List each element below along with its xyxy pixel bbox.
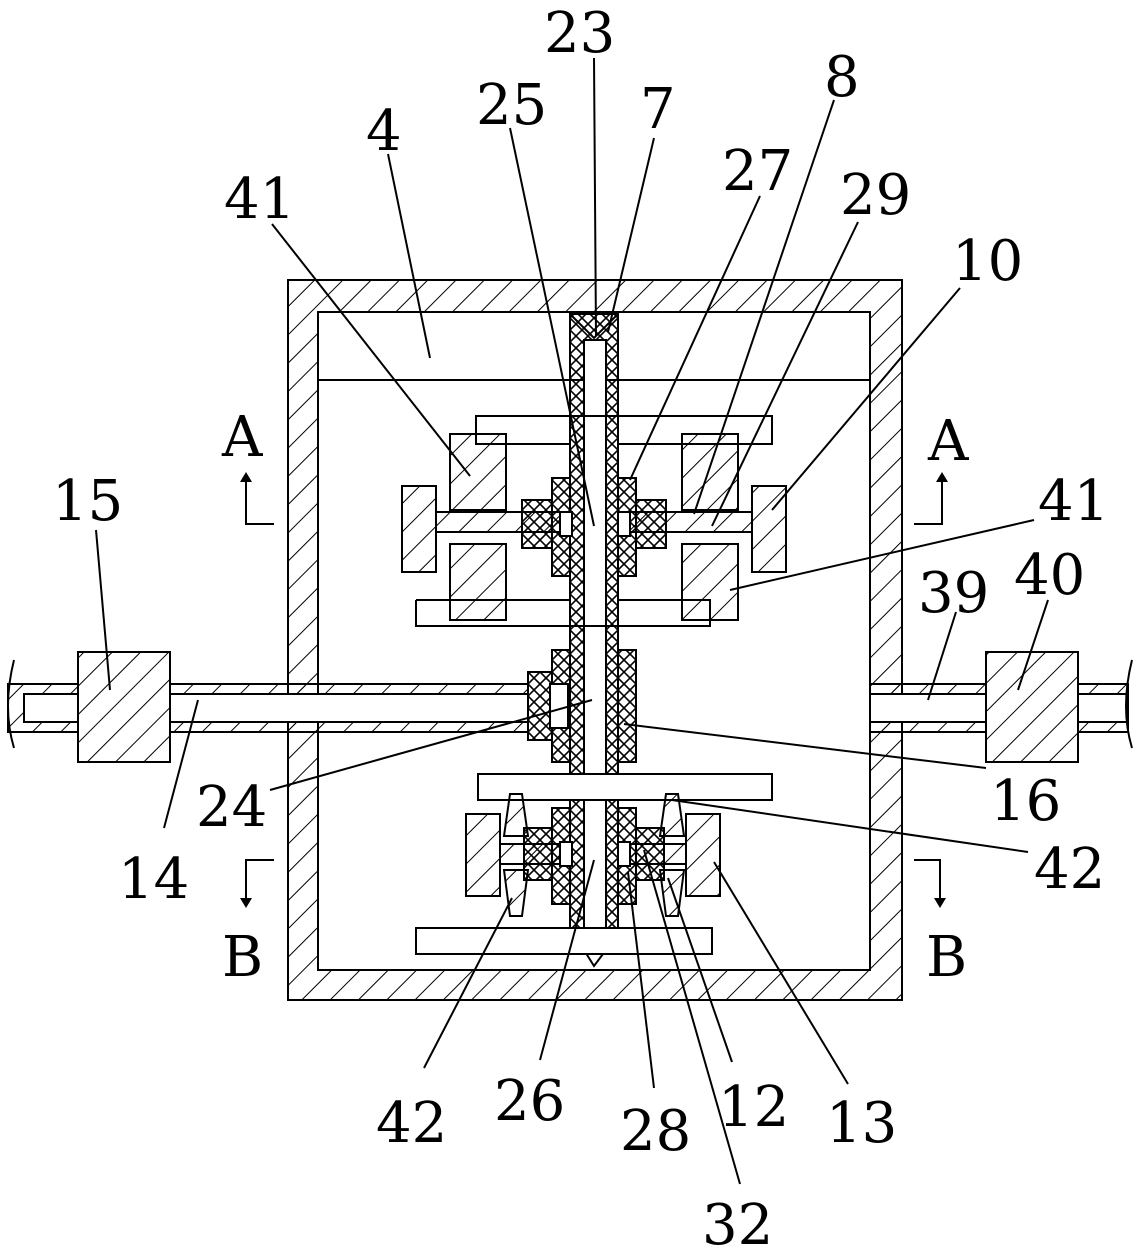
- leader-41a: [271, 223, 471, 477]
- callout-41-right: 41: [1038, 469, 1109, 534]
- leader-16: [623, 723, 987, 769]
- callout-32: 32: [702, 1193, 773, 1253]
- leader-32: [643, 849, 741, 1185]
- callout-27: 27: [722, 139, 793, 204]
- section-a-left: A: [221, 405, 263, 470]
- callout-4: 4: [366, 99, 402, 164]
- gear-42-right: [658, 793, 686, 837]
- callout-23: 23: [544, 1, 615, 66]
- section-b-left: B: [222, 925, 263, 990]
- callout-24: 24: [196, 775, 267, 840]
- callout-13: 13: [826, 1091, 897, 1156]
- leader-23: [593, 57, 597, 337]
- section-a-right: A: [927, 409, 969, 474]
- callout-29: 29: [840, 163, 911, 228]
- leader-15: [95, 529, 111, 691]
- lower-assembly: [415, 773, 773, 955]
- section-markers: A A B B: [221, 405, 969, 990]
- callout-12: 12: [718, 1075, 789, 1140]
- gear-41-right-lower: [681, 543, 739, 621]
- leader-lines: [95, 57, 1049, 1185]
- central-shaft: [569, 313, 619, 968]
- leader-40: [1017, 599, 1049, 691]
- block-13: [685, 813, 721, 897]
- callout-14: 14: [118, 847, 189, 912]
- callout-41-left: 41: [224, 167, 295, 232]
- leader-42a: [423, 897, 513, 1069]
- callout-16: 16: [990, 769, 1061, 834]
- callout-8: 8: [824, 45, 860, 110]
- gear-41-left-lower: [449, 543, 507, 621]
- coupling-16: [617, 649, 637, 763]
- leader-12: [667, 877, 733, 1063]
- gear-41-right-upper: [681, 433, 739, 511]
- leader-27: [629, 195, 761, 481]
- gear-42-left: [502, 869, 530, 917]
- leader-25: [509, 127, 595, 527]
- leader-39: [927, 611, 957, 701]
- callout-39: 39: [918, 561, 989, 626]
- leader-7: [607, 137, 655, 333]
- gear-41-left-upper: [449, 433, 507, 511]
- leader-29: [711, 221, 859, 527]
- leader-13: [713, 861, 849, 1085]
- leader-8: [693, 99, 835, 515]
- section-b-right: B: [926, 925, 967, 990]
- callout-40: 40: [1014, 543, 1085, 608]
- callout-42-right: 42: [1034, 837, 1105, 902]
- callout-28: 28: [620, 1099, 691, 1164]
- leader-41b: [729, 519, 1035, 591]
- callout-7: 7: [640, 77, 676, 142]
- callout-10: 10: [952, 229, 1023, 294]
- leader-26: [539, 859, 595, 1061]
- leader-14: [163, 699, 199, 829]
- callout-42-left: 42: [376, 1091, 447, 1156]
- callout-25: 25: [476, 73, 547, 138]
- block-15: [77, 651, 171, 763]
- leader-24: [269, 699, 593, 791]
- leader-4: [387, 153, 431, 359]
- callout-15: 15: [52, 469, 123, 534]
- leader-10: [771, 287, 961, 511]
- leader-42b: [671, 799, 1029, 853]
- leader-28: [627, 871, 655, 1089]
- upper-assembly: [401, 415, 787, 627]
- block-left-lower: [465, 813, 501, 897]
- block-left-upper: [401, 485, 437, 573]
- middle-coupling: [7, 649, 1133, 763]
- block-40: [985, 651, 1079, 763]
- callout-labels: 23 25 7 8 4 27 29 41 10 41 15 39 40 24 1…: [52, 1, 1109, 1253]
- callout-26: 26: [494, 1069, 565, 1134]
